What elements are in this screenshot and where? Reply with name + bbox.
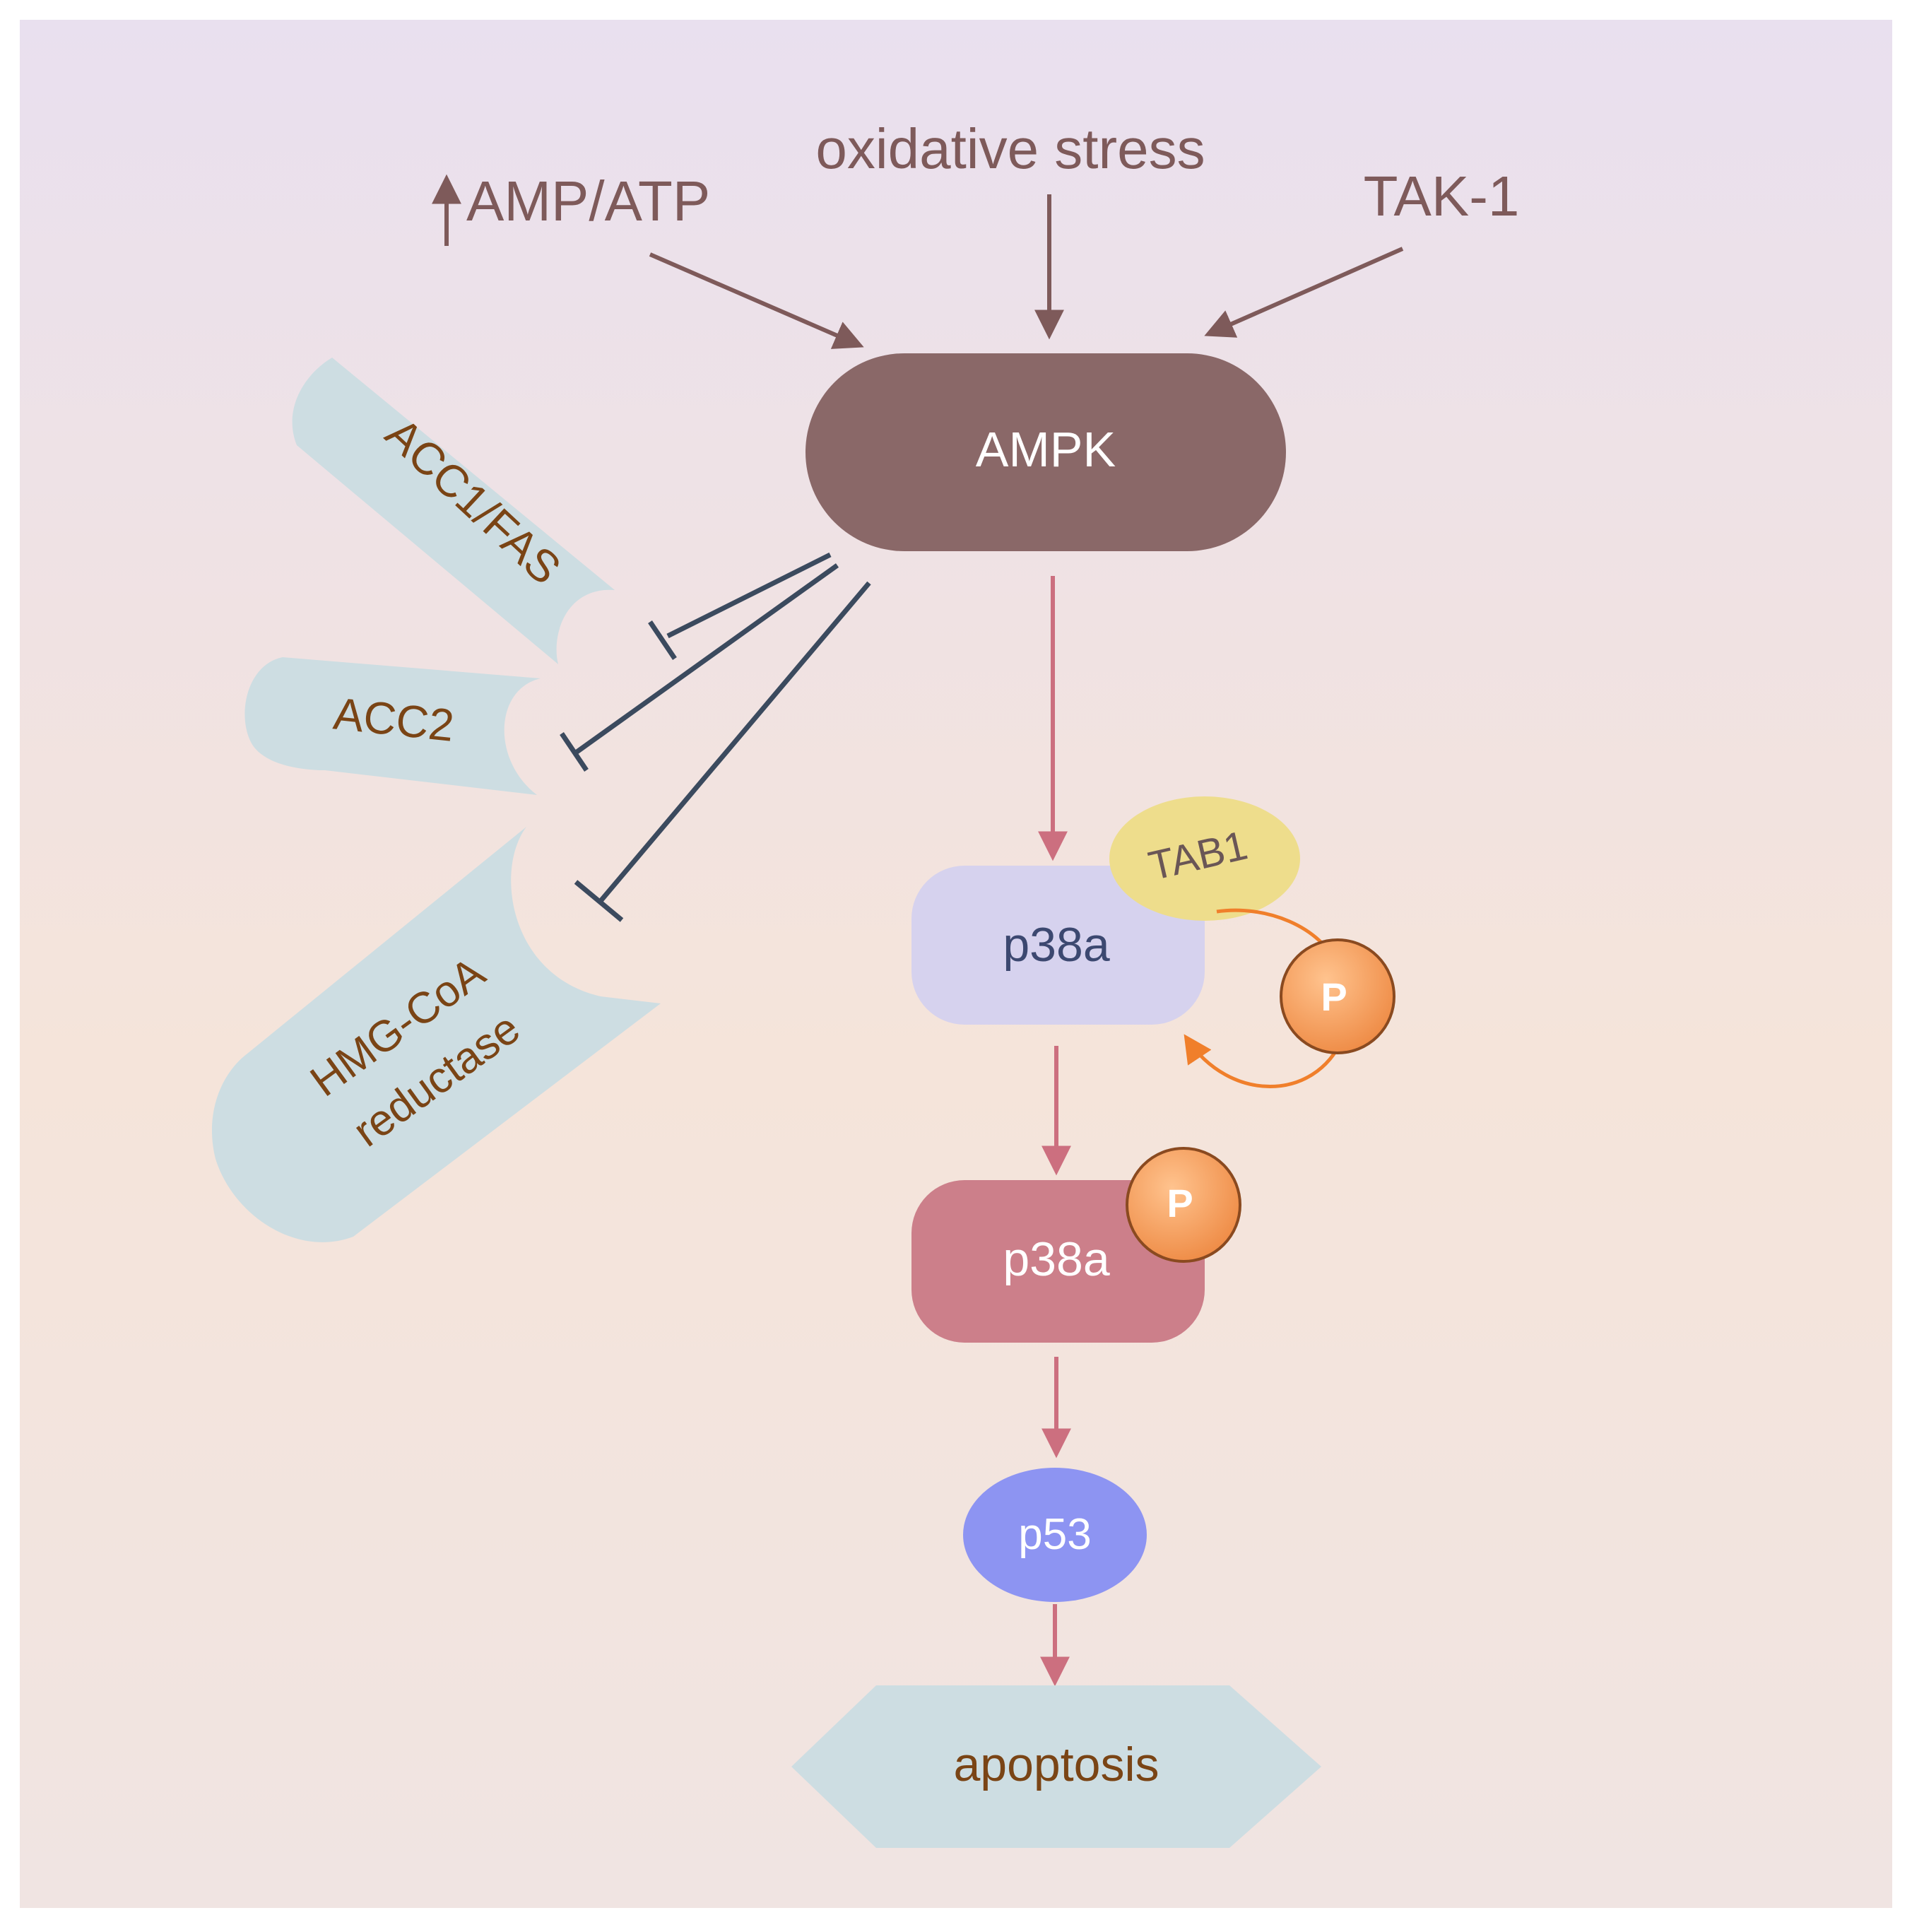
inhibition-acc2 [560,563,839,772]
amp-atp-label: AMP/ATP [466,170,710,232]
phospho-label: P [1321,974,1347,1019]
phospho2-label: P [1167,1181,1193,1225]
tab1-node: TAB1 [1109,796,1300,921]
phospho-circle-2: P [1126,1147,1241,1263]
apoptosis-node: apoptosis [791,1685,1321,1848]
phospho-circle: P [1280,938,1395,1054]
p38a-label: p38a [1003,918,1109,972]
acc2-label: ACC2 [331,688,456,750]
ampk-node: AMPK [805,353,1286,551]
hmg-coa-reductase-target: HMG-CoA reductase [211,827,661,1242]
acc2-target: ACC2 [244,657,541,795]
tak1-to-ampk-arrow [1204,247,1404,338]
amp-atp-input: AMP/ATP [432,170,710,246]
oxidative-stress-label: oxidative stress [815,117,1205,180]
apoptosis-label: apoptosis [953,1738,1159,1791]
tak1-label: TAK-1 [1364,165,1520,228]
p38a-phos-label: p38a [1003,1232,1109,1286]
inhibition-acc1-fas [648,552,832,660]
p38a-node: p38a [911,866,1205,1025]
amp-atp-to-ampk-arrow [649,252,864,349]
inhibition-hmg-coa [574,581,871,922]
p53-node: p53 [963,1468,1147,1602]
phosphorylation-cycle-arrow-bottom [1184,1034,1345,1088]
p53-label: p53 [1018,1510,1091,1559]
ampk-label: AMPK [976,422,1116,477]
